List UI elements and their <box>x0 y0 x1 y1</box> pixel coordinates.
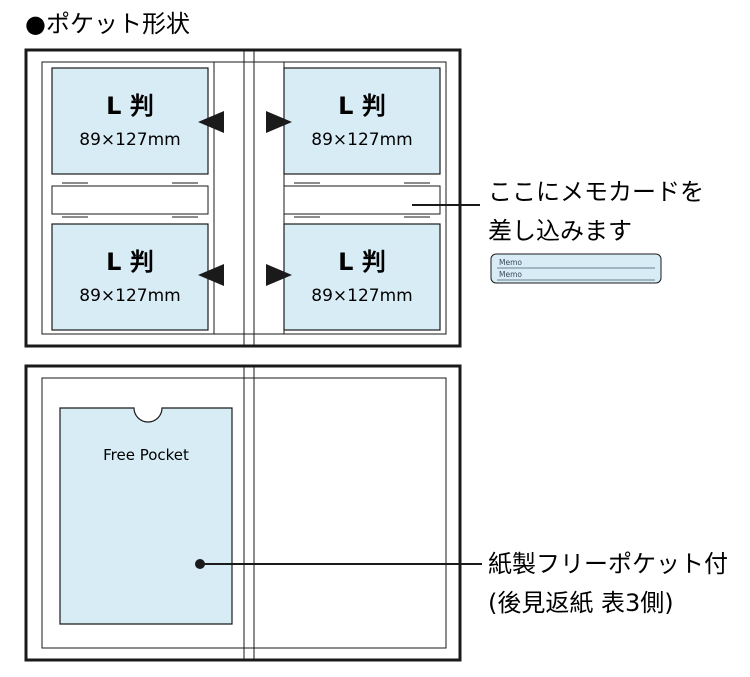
memo-callout-line-1: ここにメモカードを <box>488 178 704 206</box>
memo-slot-right <box>283 182 441 218</box>
free-pocket-callout-line-2: (後見返紙 表3側) <box>488 589 674 617</box>
insert-arrow-left-bottom <box>198 264 224 286</box>
insert-arrow-left-top <box>198 111 224 133</box>
pocket-rect <box>283 67 441 175</box>
pocket-size: 89×127mm <box>79 286 180 306</box>
free-pocket <box>59 407 233 625</box>
pocket-label: L 判 <box>338 248 386 276</box>
memo-card-line-2: Memo <box>499 270 522 279</box>
free-pocket-label: Free Pocket <box>103 446 189 464</box>
top-album: L 判 89×127mm L 判 89×127mm L 判 <box>24 48 480 348</box>
pocket-bottom-left: L 判 89×127mm <box>51 223 209 331</box>
pocket-rect <box>51 67 209 175</box>
memo-slot-left <box>51 182 209 218</box>
pocket-size: 89×127mm <box>79 130 180 150</box>
memo-card: Memo Memo <box>490 253 662 284</box>
pocket-size: 89×127mm <box>311 286 412 306</box>
pocket-size: 89×127mm <box>311 130 412 150</box>
pocket-label: L 判 <box>106 248 154 276</box>
pocket-top-right: L 判 89×127mm <box>283 67 441 175</box>
pocket-label: L 判 <box>106 92 154 120</box>
free-pocket-callout-line-1: 紙製フリーポケット付 <box>488 550 728 578</box>
pocket-rect <box>283 223 441 331</box>
diagram-title: ●ポケット形状 <box>25 10 190 38</box>
memo-callout-line-2: 差し込みます <box>488 217 632 245</box>
pocket-bottom-right: L 判 89×127mm <box>283 223 441 331</box>
insert-arrow-right-top <box>266 111 292 133</box>
pocket-label: L 判 <box>338 92 386 120</box>
pocket-rect <box>51 223 209 331</box>
memo-card-line-1: Memo <box>499 258 522 267</box>
insert-arrow-right-bottom <box>266 264 292 286</box>
pocket-top-left: L 判 89×127mm <box>51 67 209 175</box>
bottom-album: Free Pocket <box>24 364 482 662</box>
